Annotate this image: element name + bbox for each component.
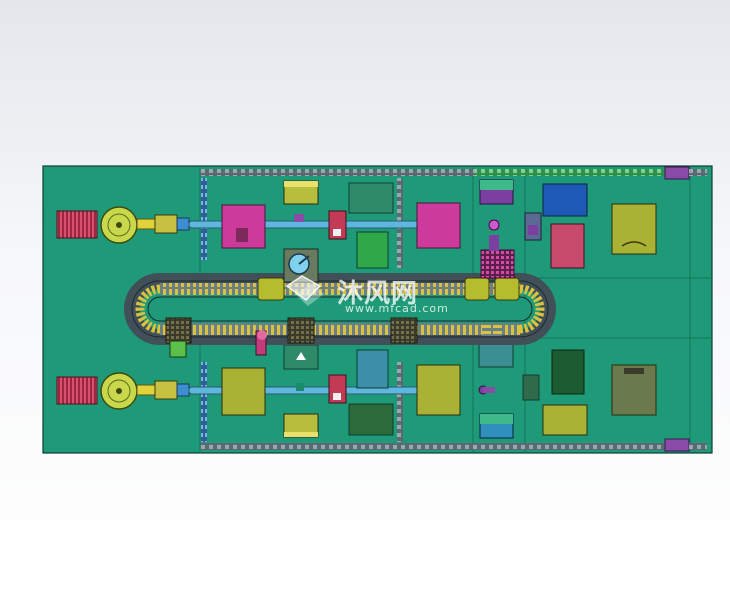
- pallet-icon: [165, 317, 192, 344]
- watermark-site-name: 沐风网: [337, 279, 419, 309]
- loop-conveyor: [124, 273, 556, 345]
- robot-cells: [255, 214, 515, 395]
- bottom-guide-rail: [200, 438, 707, 452]
- conveyor-pallets: [165, 277, 520, 358]
- upper-stations: [221, 179, 657, 269]
- top-guide-rail: [200, 166, 707, 180]
- coil-stack-lower: [56, 376, 98, 405]
- watermark-site-url: www.mfcad.com: [345, 302, 449, 315]
- logo-icon: [285, 275, 324, 306]
- coil-stack-upper: [56, 210, 98, 239]
